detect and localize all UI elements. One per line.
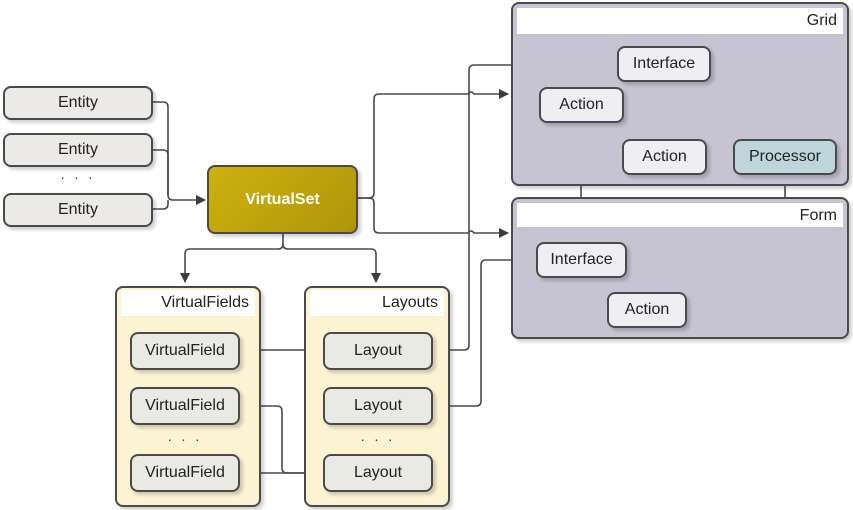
edge-entity2-virtualset <box>152 149 169 195</box>
processor-label: Processor <box>748 148 822 165</box>
layout-label: Layout <box>353 464 403 481</box>
grid-title: Grid <box>517 8 843 34</box>
layout-node[interactable]: Layout <box>323 387 433 425</box>
form-action-label: Action <box>624 301 670 318</box>
grid-interface-node[interactable]: Interface <box>617 46 711 82</box>
entity-node[interactable]: Entity <box>3 86 153 120</box>
form-action-node[interactable]: Action <box>607 292 687 328</box>
virtualfield-label: VirtualField <box>145 397 225 414</box>
entity-ellipsis: . . . <box>60 166 96 182</box>
virtualfield-node[interactable]: VirtualField <box>130 387 240 425</box>
processor-node[interactable]: Processor <box>733 139 837 175</box>
edge-virtualset-virtualfields <box>180 233 284 283</box>
form-title: Form <box>517 203 843 227</box>
layouts-ellipsis: . . . <box>360 428 396 444</box>
grid-action-node[interactable]: Action <box>539 87 624 123</box>
virtualfield-node[interactable]: VirtualField <box>130 454 240 492</box>
virtualfield-label: VirtualField <box>145 464 225 481</box>
entity-label: Entity <box>57 141 98 158</box>
edge-entity3-virtualset <box>152 200 169 210</box>
grid-action-node[interactable]: Action <box>622 139 707 175</box>
entity-node[interactable]: Entity <box>3 193 153 227</box>
layout-label: Layout <box>353 342 403 359</box>
virtualfields-title: VirtualFields <box>121 290 255 316</box>
grid-action-label: Action <box>559 96 604 113</box>
virtualset-node[interactable]: VirtualSet <box>207 165 358 234</box>
form-interface-node[interactable]: Interface <box>536 242 627 278</box>
grid-action-label: Action <box>642 148 687 165</box>
entity-label: Entity <box>57 201 98 218</box>
layout-label: Layout <box>353 397 403 414</box>
virtualset-label: VirtualSet <box>245 190 320 208</box>
edge-virtualset-grid <box>356 89 509 199</box>
edge-virtualset-form <box>356 197 509 238</box>
virtualfields-ellipsis: . . . <box>167 428 203 444</box>
entity-label: Entity <box>57 94 98 111</box>
form-interface-label: Interface <box>550 251 613 268</box>
grid-interface-label: Interface <box>632 55 696 72</box>
layouts-title: Layouts <box>310 290 444 316</box>
layout-node[interactable]: Layout <box>323 454 433 492</box>
virtualfield-label: VirtualField <box>145 342 225 359</box>
layout-node[interactable]: Layout <box>323 332 433 370</box>
edge-virtualset-layouts <box>282 243 381 283</box>
entity-node[interactable]: Entity <box>3 133 153 167</box>
virtualfield-node[interactable]: VirtualField <box>130 332 240 370</box>
edge-entity1-virtualset <box>152 101 206 205</box>
